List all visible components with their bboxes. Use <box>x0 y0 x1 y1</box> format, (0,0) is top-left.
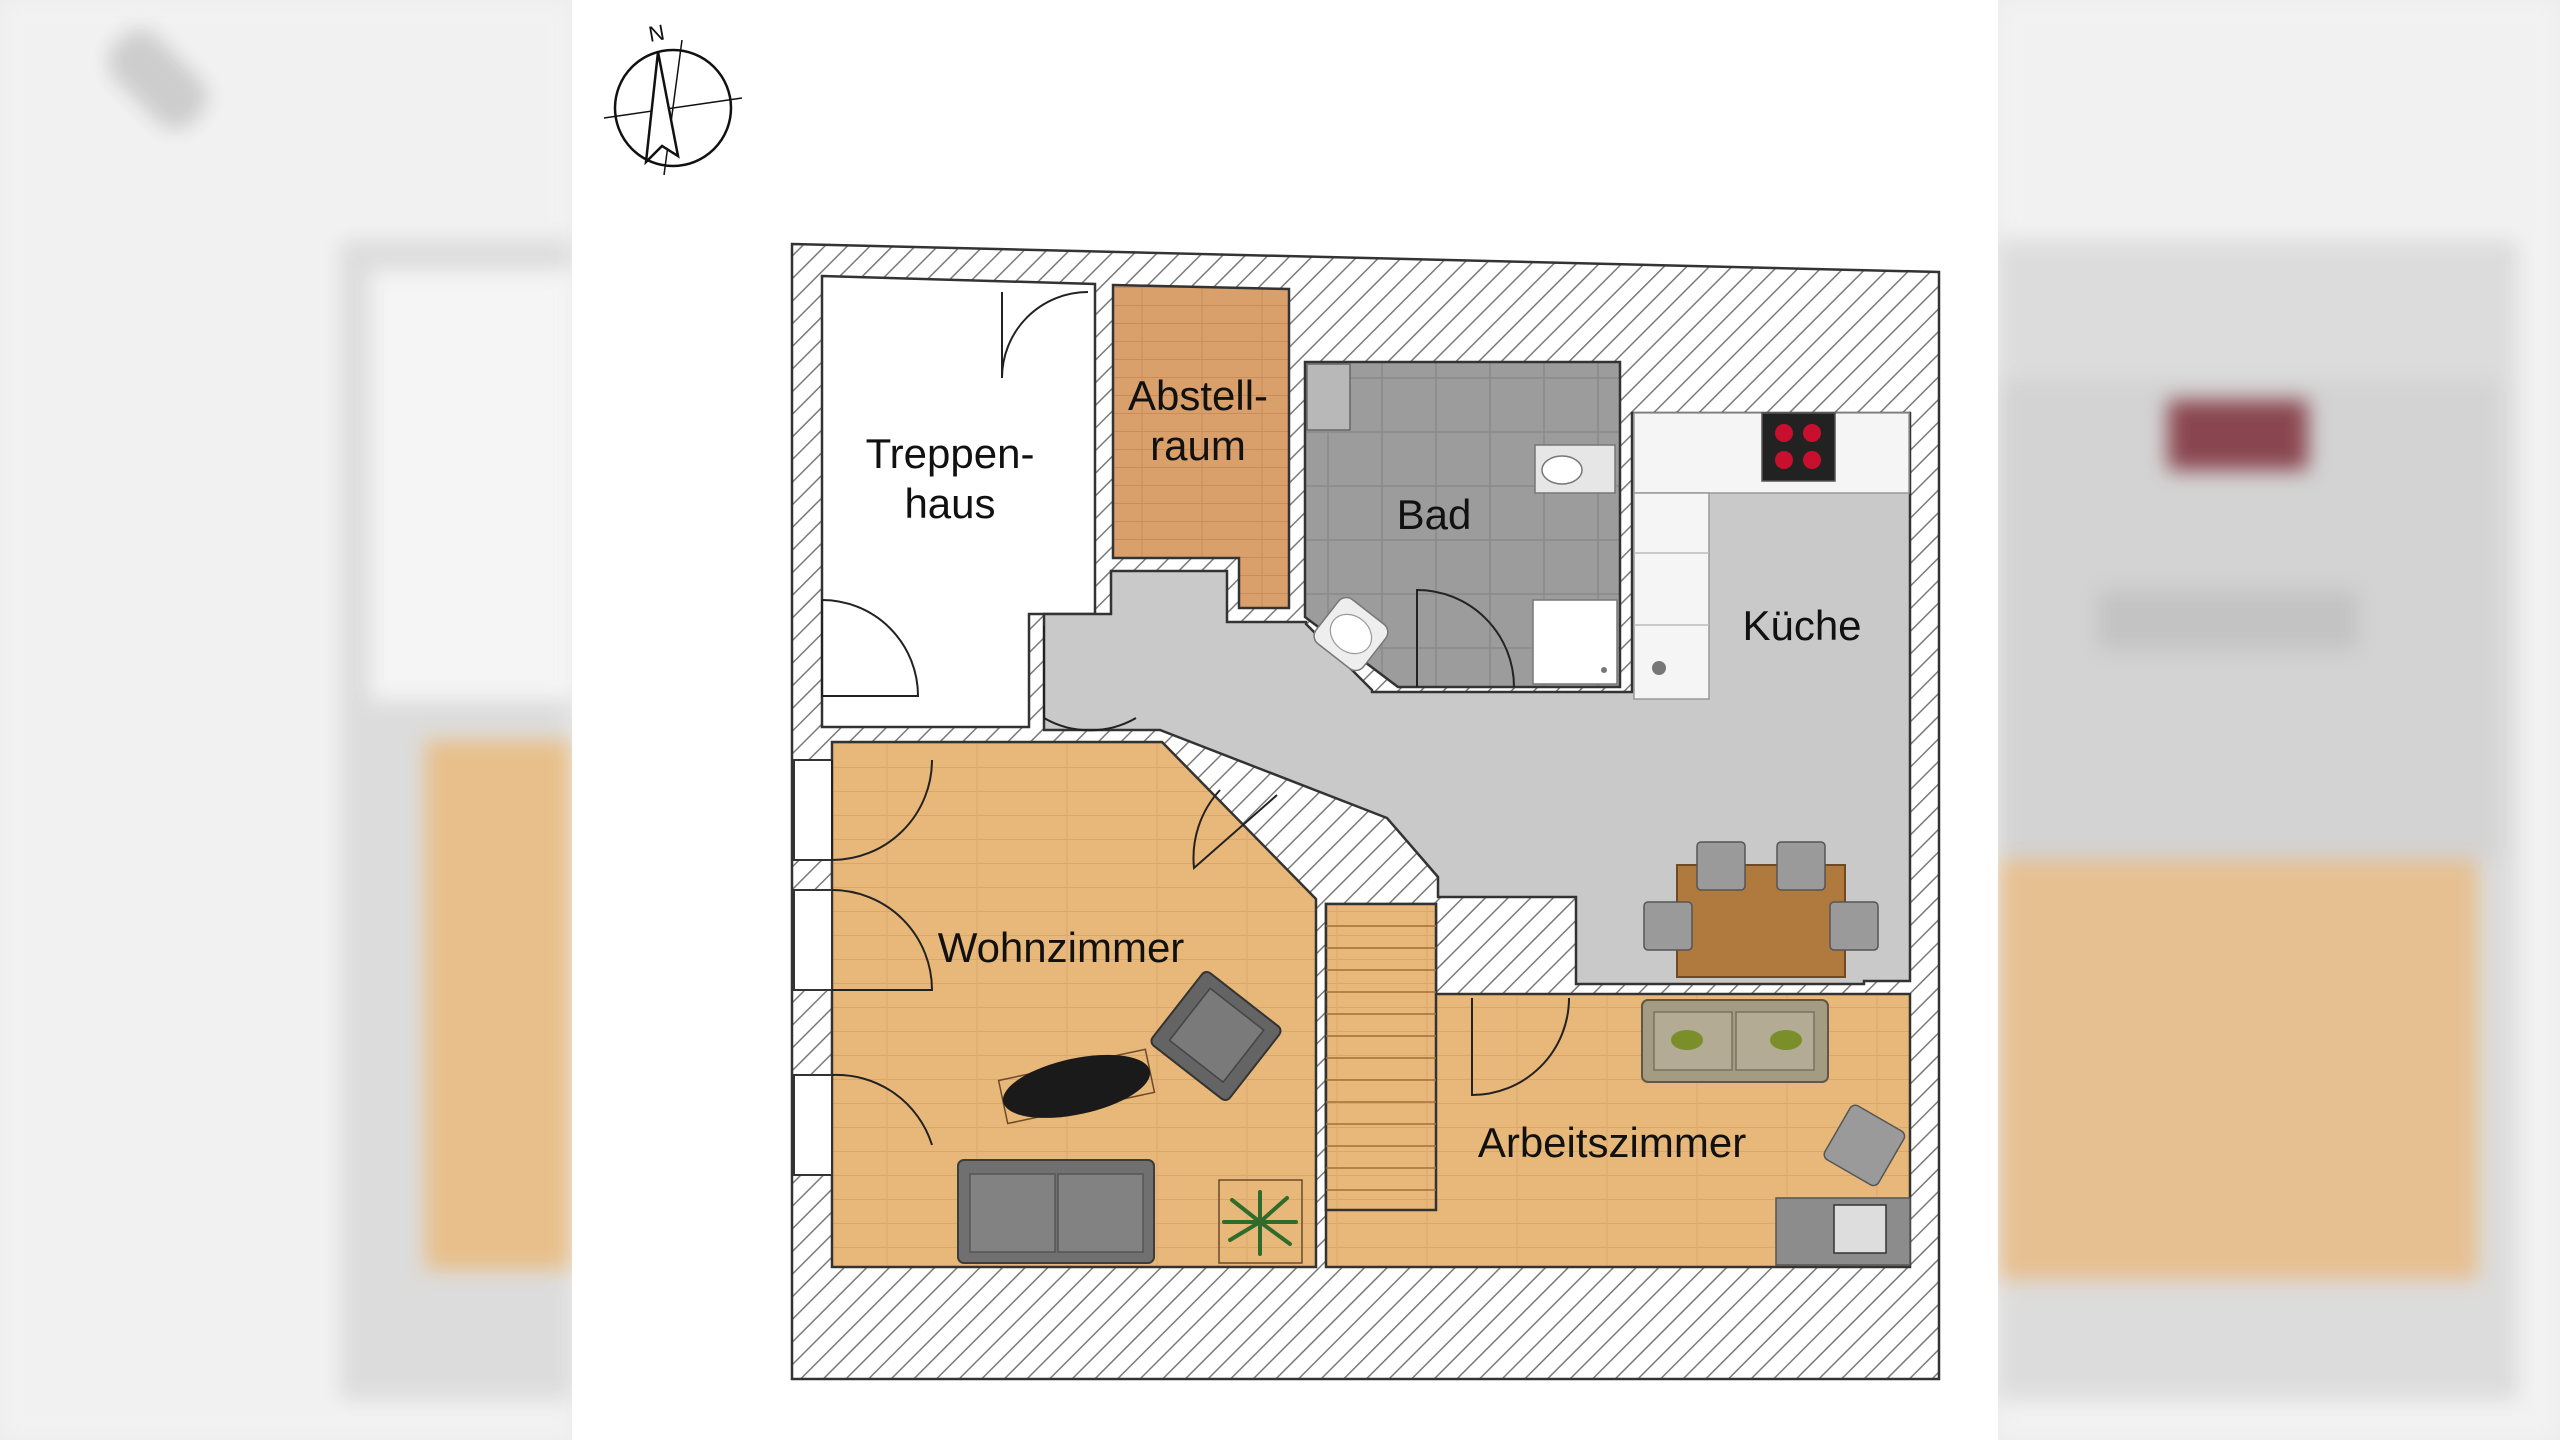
toilet-bowl <box>1541 455 1583 485</box>
compass-north-letter: N <box>647 20 667 47</box>
label-abstellraum-1: Abstell- <box>1128 372 1268 419</box>
blurred-background-right <box>1998 0 2560 1440</box>
label-wohnzimmer: Wohnzimmer <box>938 924 1185 971</box>
label-treppenhaus-2: haus <box>904 480 995 527</box>
blurred-plan-right <box>1998 240 2518 1400</box>
compass-needle <box>644 51 680 166</box>
label-treppenhaus-1: Treppen- <box>866 430 1035 477</box>
stove-cooktop <box>1761 412 1836 482</box>
door-wohnzimmer <box>1192 789 1278 871</box>
blurred-background-left <box>0 0 572 1440</box>
floor-plan-drawing: N <box>603 20 1941 1381</box>
door-treppenhaus-top <box>1001 291 1089 379</box>
window <box>793 889 833 991</box>
plant-icon <box>1222 1190 1298 1256</box>
cushion <box>1671 1030 1703 1050</box>
room-treppenhaus <box>820 274 1097 729</box>
window-swing <box>831 889 934 991</box>
window <box>793 1074 833 1176</box>
label-arbeitszimmer: Arbeitszimmer <box>1478 1119 1746 1166</box>
compass-north-arrow-icon: N <box>603 20 743 176</box>
compass-axis-ew <box>603 97 743 119</box>
window-swing <box>831 1073 933 1146</box>
blurred-plan-left <box>107 29 572 1400</box>
door-corridor <box>1043 626 1137 732</box>
label-kueche: Küche <box>1742 602 1861 649</box>
dining-chair <box>1829 901 1879 951</box>
blurred-compass <box>107 29 208 130</box>
stove-burner-icon <box>1775 424 1793 442</box>
blurred-wood-floor <box>425 740 572 1270</box>
compass-ring <box>613 48 733 168</box>
room-wohnzimmer <box>830 740 1318 1269</box>
stair-steps <box>1326 925 1436 1191</box>
door-bad <box>1416 588 1515 688</box>
shower-drain <box>1601 667 1607 673</box>
blurred-room <box>370 270 572 700</box>
blurred-stove <box>2168 400 2308 470</box>
staircase-overlay <box>1324 902 1438 1212</box>
cushion <box>1770 1030 1802 1050</box>
armchair <box>1150 971 1282 1101</box>
office-chair <box>1823 1104 1906 1187</box>
bathtub-washbasin <box>1313 596 1389 672</box>
coffee-table <box>997 1048 1156 1125</box>
room-abstellraum <box>1111 283 1291 610</box>
laptop-icon <box>1833 1204 1887 1254</box>
label-bad: Bad <box>1397 491 1472 538</box>
blurred-wood-floor <box>1998 860 2478 1280</box>
stove-burner-icon <box>1803 424 1821 442</box>
door-arbeitszimmer <box>1471 997 1570 1097</box>
kitchen-sink-tap-icon <box>1652 661 1666 675</box>
plant-pot <box>1218 1179 1303 1264</box>
label-abstellraum-2: raum <box>1150 422 1246 469</box>
window <box>793 759 833 861</box>
stove-burner-icon <box>1803 451 1821 469</box>
bath-cabinet <box>1306 363 1351 431</box>
dining-chair <box>1696 841 1746 891</box>
dining-chair <box>1776 841 1826 891</box>
kitchen-counter-side <box>1633 492 1710 700</box>
door-treppenhaus-bottom <box>821 599 920 697</box>
dining-chair <box>1643 901 1693 951</box>
stove-burner-icon <box>1775 451 1793 469</box>
floor-plan-panel: N <box>572 0 1998 1440</box>
window-swing <box>831 759 933 862</box>
blurred-label <box>2098 590 2358 650</box>
